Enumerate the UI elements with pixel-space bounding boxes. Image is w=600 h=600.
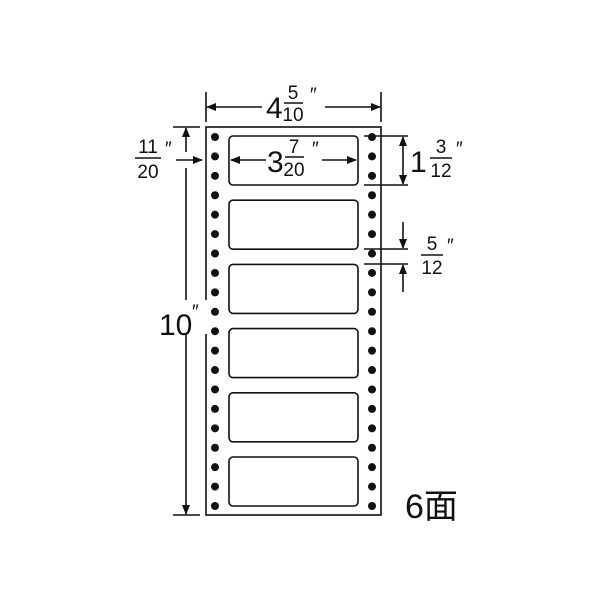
sheet-width-whole: 4 <box>266 92 283 125</box>
right-feed-hole <box>368 307 376 316</box>
gap-num: 5 <box>427 234 438 255</box>
right-feed-hole <box>368 463 376 472</box>
right-feed-hole <box>368 482 376 491</box>
left-feed-hole <box>211 346 219 355</box>
top-margin-den: 20 <box>137 162 158 183</box>
left-feed-hole <box>211 443 219 452</box>
left-feed-hole <box>211 404 219 413</box>
sheet-height-unit: ″ <box>192 302 199 323</box>
left-feed-hole <box>211 366 219 375</box>
left-feed-hole <box>211 268 219 277</box>
label-height-unit: ″ <box>456 139 463 160</box>
left-feed-hole <box>211 249 219 258</box>
label-1 <box>228 135 359 186</box>
right-feed-hole <box>368 230 376 239</box>
right-feed-hole <box>368 191 376 200</box>
right-feed-hole <box>368 366 376 375</box>
right-feed-hole <box>368 133 376 141</box>
gap-den: 12 <box>421 258 442 279</box>
label-width-whole: 3 <box>267 146 284 179</box>
sheet-width-unit: ″ <box>310 85 317 106</box>
label-width-num: 7 <box>289 137 300 158</box>
left-feed-hole <box>211 424 219 433</box>
left-feed-hole <box>211 502 219 510</box>
right-feed-hole <box>368 327 376 336</box>
sheet-width-den: 10 <box>282 105 303 126</box>
left-feed-hole <box>211 288 219 297</box>
left-feed-hole <box>211 210 219 219</box>
label-count-title: 6面 <box>405 488 458 526</box>
label-2 <box>228 199 359 250</box>
left-feed-hole <box>211 133 219 141</box>
right-feed-hole <box>368 404 376 413</box>
sheet-height-text-bg <box>158 300 208 334</box>
label-4 <box>228 327 359 379</box>
right-feed-hole <box>368 385 376 394</box>
label-width-unit: ″ <box>312 139 319 160</box>
right-feed-hole <box>368 424 376 433</box>
gap-unit: ″ <box>447 236 454 257</box>
right-feed-hole <box>368 152 376 161</box>
right-feed-hole <box>368 210 376 219</box>
sheet-height-whole: 10 <box>159 309 192 342</box>
label-6 <box>228 456 359 507</box>
right-feed-hole <box>368 346 376 355</box>
left-feed-hole <box>211 152 219 161</box>
right-feed-hole <box>368 288 376 297</box>
label-height-whole: 1 <box>410 146 427 179</box>
left-feed-hole <box>211 230 219 239</box>
left-feed-hole <box>211 171 219 180</box>
left-feed-hole <box>211 463 219 472</box>
left-feed-hole <box>211 385 219 394</box>
top-margin-unit: ″ <box>165 139 172 160</box>
label-3 <box>228 263 359 315</box>
sheet-width-num: 5 <box>288 83 299 104</box>
right-feed-hole <box>368 249 376 258</box>
left-feed-hole <box>211 307 219 316</box>
label-5 <box>228 391 359 443</box>
right-feed-hole <box>368 502 376 510</box>
label-width-den: 20 <box>283 160 304 181</box>
left-feed-hole <box>211 327 219 336</box>
top-margin-num: 11 <box>138 137 158 158</box>
label-height-den: 12 <box>430 161 451 182</box>
right-feed-hole <box>368 443 376 452</box>
left-feed-hole <box>211 191 219 200</box>
left-feed-hole <box>211 482 219 491</box>
label-height-num: 3 <box>436 137 447 158</box>
right-feed-hole <box>368 171 376 180</box>
right-feed-hole <box>368 268 376 277</box>
